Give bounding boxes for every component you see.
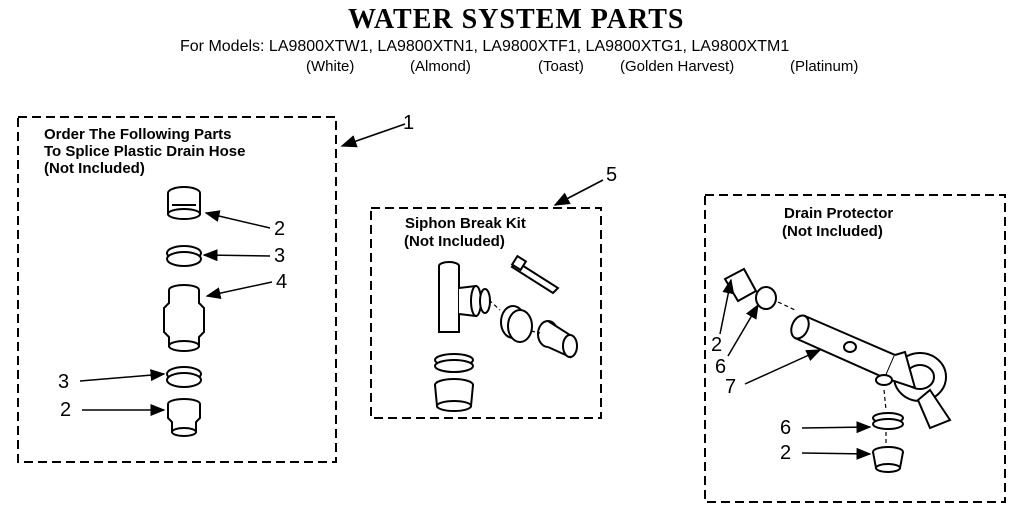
callout-drain-2-top: 2 xyxy=(711,334,723,356)
splice-parts-box xyxy=(17,116,337,463)
drain-protector-drawing xyxy=(723,267,952,473)
callout-splice-4: 4 xyxy=(276,271,288,293)
callout-splice-2-bottom: 2 xyxy=(60,399,72,421)
callout-5-arrow xyxy=(553,179,604,206)
callout-splice-2-top: 2 xyxy=(274,218,286,240)
callout-drain-2-bottom: 2 xyxy=(780,442,792,464)
callout-5: 5 xyxy=(606,164,618,186)
callout-drain-7: 7 xyxy=(725,376,737,398)
page-title: WATER SYSTEM PARTS xyxy=(348,4,685,35)
models-line: For Models: LA9800XTW1, LA9800XTN1, LA98… xyxy=(180,38,790,55)
splice-parts-drawing xyxy=(163,186,205,437)
drain-label-line-1: Drain Protector xyxy=(784,205,894,222)
splice-label-line-3: (Not Included) xyxy=(44,160,145,177)
callout-drain-6-bottom: 6 xyxy=(780,417,792,439)
drain-protector-box xyxy=(704,194,1006,503)
drain-label-line-2: (Not Included) xyxy=(782,223,883,240)
splice-label-line-1: Order The Following Parts xyxy=(44,126,232,143)
callout-drain-6-top: 6 xyxy=(715,356,727,378)
callout-1: 1 xyxy=(403,112,415,134)
variant-toast: (Toast) xyxy=(538,58,584,75)
variant-platinum: (Platinum) xyxy=(790,58,859,75)
siphon-label-line-1: Siphon Break Kit xyxy=(405,215,526,232)
variant-almond: (Almond) xyxy=(410,58,471,75)
siphon-kit-box xyxy=(370,207,602,419)
callout-splice-3-top: 3 xyxy=(274,245,286,267)
siphon-kit-drawing xyxy=(434,254,578,412)
splice-label-line-2: To Splice Plastic Drain Hose xyxy=(44,143,246,160)
variant-golden-harvest: (Golden Harvest) xyxy=(620,58,735,75)
callout-splice-3-bottom: 3 xyxy=(58,371,70,393)
variant-white: (White) xyxy=(306,58,355,75)
siphon-label-line-2: (Not Included) xyxy=(404,233,505,250)
callout-1-arrow xyxy=(340,123,406,148)
